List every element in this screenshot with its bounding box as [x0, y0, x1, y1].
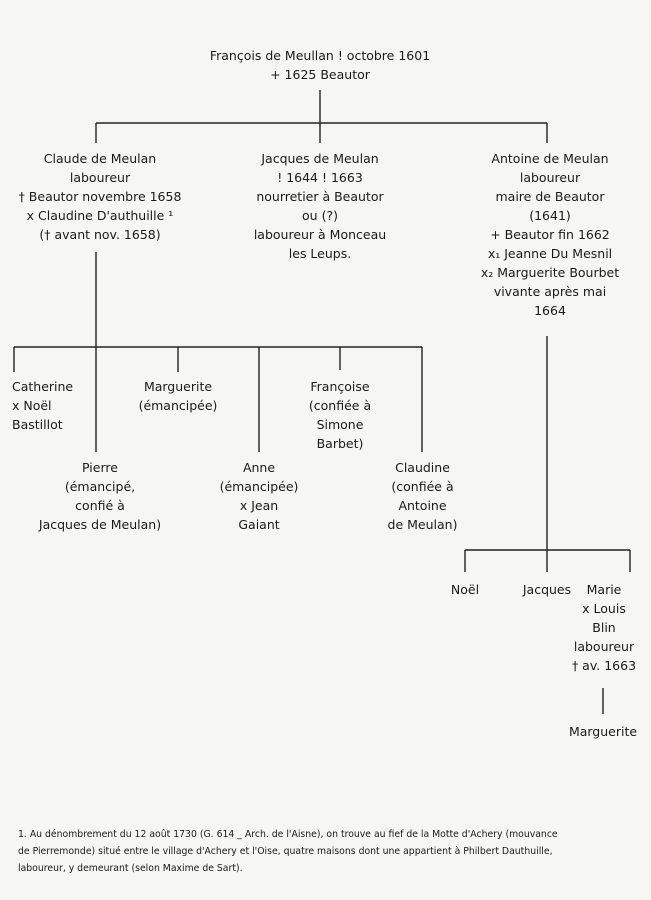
text-line: x₁ Jeanne Du Mesnil [487, 246, 613, 261]
text-line: de Pierremonde) situé entre le village d… [18, 846, 553, 857]
person-pierre: Pierre (émancipé, confié à Jacques de Meula… [30, 458, 170, 534]
text-line: laboureur [519, 170, 581, 185]
footnote: 1. Au dénombrement du 12 août 1730 (G. 6… [18, 826, 638, 877]
text-line: de Meulan) [387, 517, 458, 532]
text-line: laboureur, y demeurant (selon Maxime de … [18, 863, 243, 874]
person-jacques: Jacques [502, 580, 592, 599]
text-line: † av. 1663 [571, 658, 637, 673]
text-line: 1664 [534, 303, 566, 318]
text-line: Bastillot [12, 417, 63, 432]
text-line: ou (?) [302, 208, 338, 223]
text-line: maire de Beautor [495, 189, 605, 204]
text-line: (émancipé, [64, 479, 136, 494]
text-line: (confiée à [308, 398, 372, 413]
text-line: (émancipée) [219, 479, 299, 494]
text-line: vivante après mai [493, 284, 607, 299]
text-line: Catherine [12, 379, 74, 394]
text-line: 1. Au dénombrement du 12 août 1730 (G. 6… [18, 829, 558, 840]
person-antoine-de-meulan: Antoine de Meulan laboureur maire de Beaut… [455, 149, 645, 320]
text-line: x Jean [239, 498, 279, 513]
text-line: x₂ Marguerite Bourbet [480, 265, 620, 280]
text-line: († avant nov. 1658) [39, 227, 161, 242]
text-line: x Claudine D'authuille ¹ [26, 208, 174, 223]
text-line: nourretier à Beautor [256, 189, 384, 204]
person-jacques-de-meulan: Jacques de Meulan ! 1644 ! 1663 nourretier… [225, 149, 415, 263]
person-noel: Noël [435, 580, 495, 599]
text-line: † Beautor novembre 1658 [18, 189, 182, 204]
text-line: Claude de Meulan [43, 151, 157, 166]
text-line: laboureur [573, 639, 635, 654]
text-line: Simone [316, 417, 364, 432]
text-line: Pierre [82, 460, 118, 475]
text-line: Blin [592, 620, 616, 635]
text-line: Antoine de Meulan [491, 151, 609, 166]
text-line: Jacques [522, 582, 572, 597]
text-line: + Beautor fin 1662 [490, 227, 610, 242]
text-line: Jacques de Meulan) [38, 517, 162, 532]
person-claudine: Claudine (confiée à Antoine de Meulan) [365, 458, 480, 534]
text-line: Marguerite [143, 379, 213, 394]
text-line: Gaiant [238, 517, 280, 532]
text-line: Noël [450, 582, 480, 597]
text-line: (émancipée) [138, 398, 218, 413]
text-line: x Louis [582, 601, 626, 616]
text-line: ! 1644 ! 1663 [277, 170, 363, 185]
text-line: François de Meullan ! octobre 1601 [209, 48, 431, 63]
text-line: Jacques de Meulan [261, 151, 379, 166]
text-line: les Leups. [288, 246, 352, 261]
text-line: Françoise [310, 379, 370, 394]
text-line: Barbet) [316, 436, 364, 451]
person-claude-de-meulan: Claude de Meulan laboureur † Beautor novem… [0, 149, 200, 244]
text-line: (1641) [529, 208, 571, 223]
text-line: x Noël [12, 398, 52, 413]
text-line: laboureur à Monceau [253, 227, 387, 242]
text-line: Anne [242, 460, 276, 475]
person-marguerite-emancipee: Marguerite (émancipée) [118, 377, 238, 415]
person-francois-de-meullan: François de Meullan ! octobre 1601 + 1625… [180, 46, 460, 84]
text-line: + 1625 Beautor [270, 67, 370, 82]
text-line: (confiée à [391, 479, 454, 494]
text-line: Claudine [395, 460, 450, 475]
person-marguerite-blin: Marguerite [558, 722, 648, 741]
text-line: confié à [75, 498, 125, 513]
text-line: Marie [586, 582, 622, 597]
text-line: laboureur [69, 170, 131, 185]
text-line: Marguerite [568, 724, 638, 739]
text-line: Antoine [398, 498, 447, 513]
